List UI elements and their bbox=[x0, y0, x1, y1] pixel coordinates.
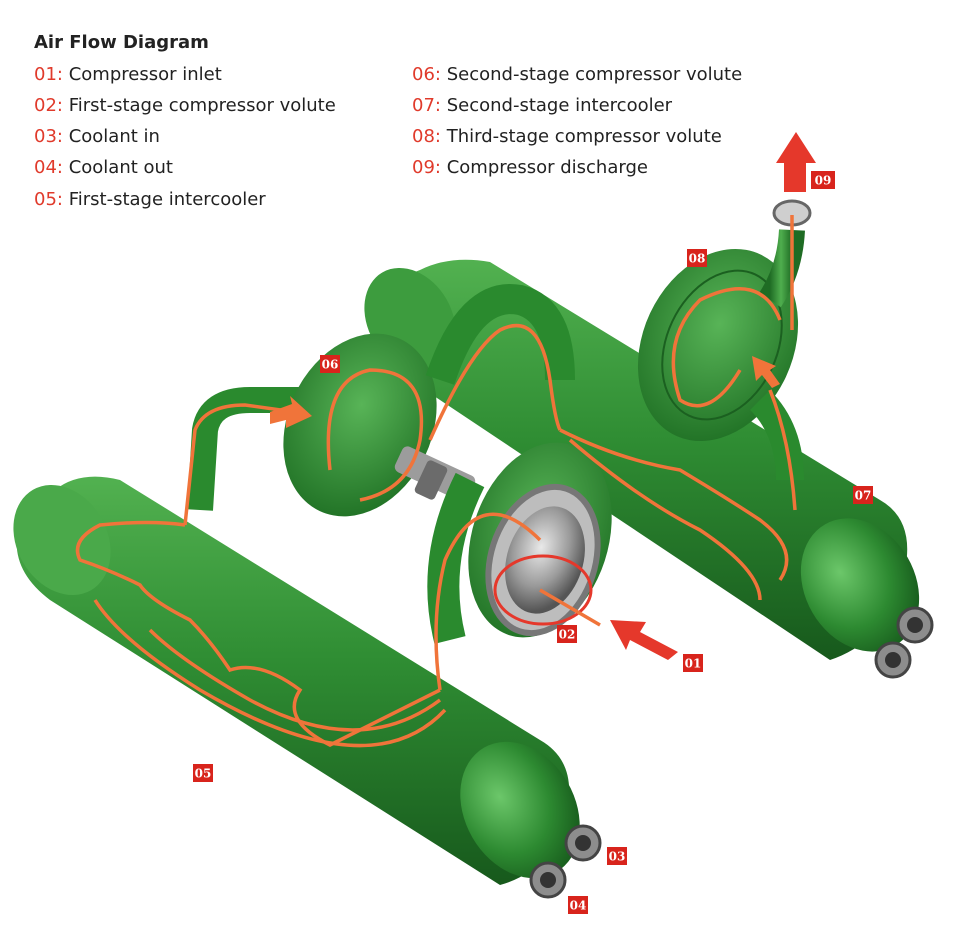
tag-09-label: 09 bbox=[815, 174, 832, 188]
legend-code: 02: bbox=[34, 95, 63, 116]
legend-label: Compressor inlet bbox=[68, 64, 222, 85]
legend-label: Third-stage compressor volute bbox=[446, 126, 722, 147]
legend-code: 01: bbox=[34, 64, 63, 85]
tag-04-label: 04 bbox=[570, 899, 587, 913]
volute-08-arrow bbox=[752, 356, 780, 388]
tag-01-label: 01 bbox=[685, 657, 702, 671]
tag-04: 04 bbox=[568, 896, 588, 914]
legend-item-09: 09: Compressor discharge bbox=[412, 157, 648, 178]
legend-code: 03: bbox=[34, 126, 63, 147]
legend-code: 06: bbox=[412, 64, 441, 85]
tag-03-label: 03 bbox=[609, 850, 626, 864]
second-stage-intercooler bbox=[364, 259, 934, 679]
legend-item-03: 03: Coolant in bbox=[34, 126, 160, 147]
tag-06: 06 bbox=[320, 355, 340, 373]
legend-label: Second-stage intercooler bbox=[446, 95, 673, 116]
legend-code: 04: bbox=[34, 157, 63, 178]
legend-code: 07: bbox=[412, 95, 441, 116]
first-stage-intercooler bbox=[13, 476, 602, 899]
tag-07: 07 bbox=[853, 486, 873, 504]
tag-02-label: 02 bbox=[559, 628, 576, 642]
legend-item-04: 04: Coolant out bbox=[34, 157, 173, 178]
legend-item-05: 05: First-stage intercooler bbox=[34, 189, 266, 210]
legend-item-07: 07: Second-stage intercooler bbox=[412, 95, 672, 116]
inlet-arrow bbox=[610, 620, 678, 660]
tag-02: 02 bbox=[557, 625, 577, 643]
legend-label: First-stage intercooler bbox=[68, 189, 266, 210]
legend-code: 05: bbox=[34, 189, 63, 210]
tag-08-label: 08 bbox=[689, 252, 706, 266]
airflow-path bbox=[75, 215, 797, 748]
legend-label: Second-stage compressor volute bbox=[446, 64, 743, 85]
legend-item-06: 06: Second-stage compressor volute bbox=[412, 64, 742, 85]
legend-label: Coolant in bbox=[68, 126, 160, 147]
volute-06-arrow bbox=[270, 396, 312, 428]
tag-01: 01 bbox=[683, 654, 703, 672]
tag-06-label: 06 bbox=[322, 358, 339, 372]
tag-07-label: 07 bbox=[855, 489, 872, 503]
legend-label: First-stage compressor volute bbox=[68, 95, 336, 116]
legend-item-02: 02: First-stage compressor volute bbox=[34, 95, 336, 116]
tag-03: 03 bbox=[607, 847, 627, 865]
legend-code: 08: bbox=[412, 126, 441, 147]
legend-code: 09: bbox=[412, 157, 441, 178]
tag-05-label: 05 bbox=[195, 767, 212, 781]
discharge-arrow bbox=[776, 132, 816, 192]
tag-09: 09 bbox=[811, 171, 835, 189]
legend-label: Compressor discharge bbox=[446, 157, 648, 178]
tag-05: 05 bbox=[193, 764, 213, 782]
tag-08: 08 bbox=[687, 249, 707, 267]
legend-item-08: 08: Third-stage compressor volute bbox=[412, 126, 722, 147]
legend-title: Air Flow Diagram bbox=[34, 32, 209, 53]
legend-item-01: 01: Compressor inlet bbox=[34, 64, 222, 85]
legend-label: Coolant out bbox=[68, 157, 173, 178]
